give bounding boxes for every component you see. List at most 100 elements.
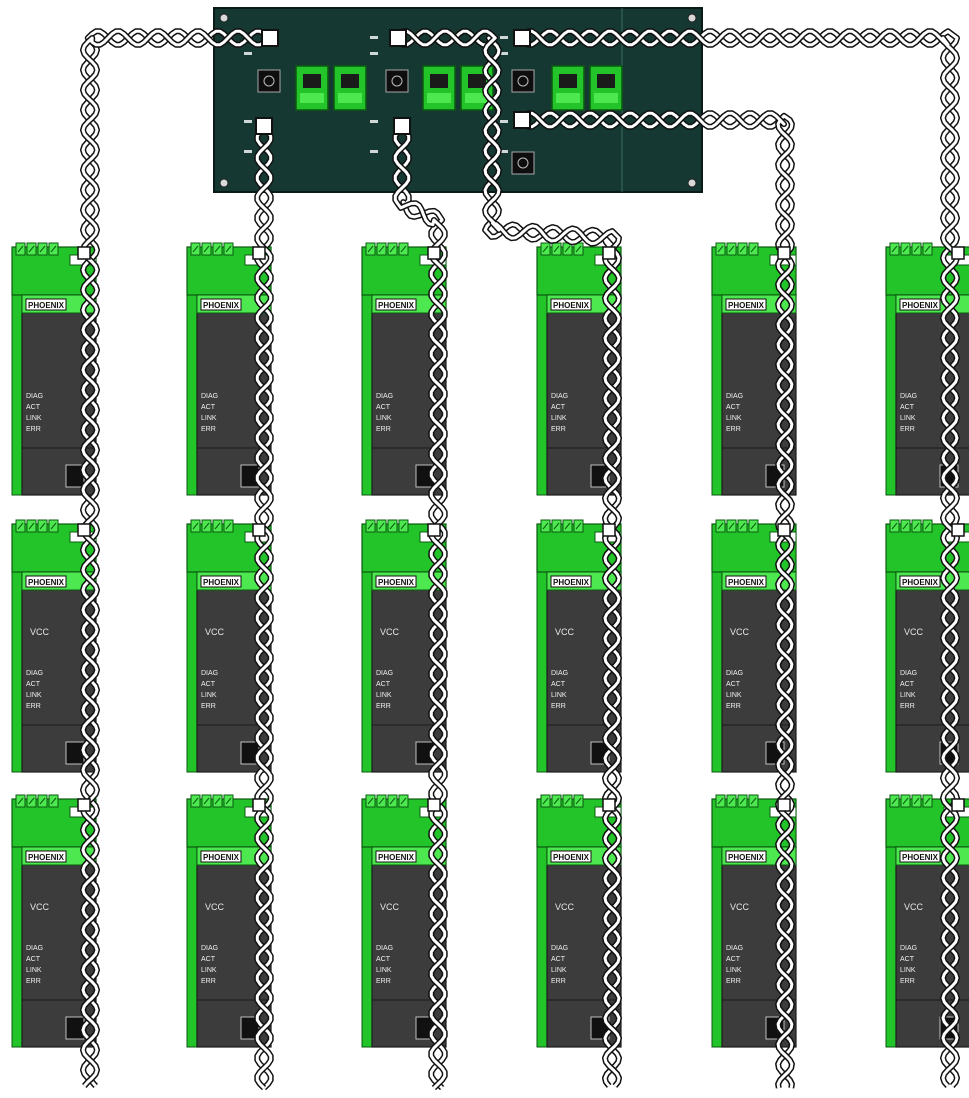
cable-3 [392,28,622,1088]
brand-logo [25,850,67,863]
status-label: LINK [900,692,916,699]
hub-terminal [511,69,535,93]
screw-slot [924,245,931,253]
status-label: LINK [726,967,742,974]
screw-slot [717,797,724,805]
screw-slot [542,245,549,253]
module-rail [885,571,897,773]
terminal-screw [391,75,403,87]
screw-slot [50,522,57,530]
status-label: ERR [26,703,41,710]
status-label: ERR [26,978,41,985]
rj45-opening [430,74,448,88]
screw-slot [891,522,898,530]
brand-logo [550,850,592,863]
brand-logo [200,850,242,863]
status-label: ACT [551,956,566,963]
status-label: DIAG [726,393,743,400]
cable-strand [518,111,794,1089]
module-supply-label: VCC [30,902,50,912]
module-rail [11,571,23,773]
module-rail [711,846,723,1048]
module-supply-label: VCC [555,627,575,637]
screw-slot [378,522,385,530]
screw-slot [891,797,898,805]
cable-1 [80,28,271,1088]
status-label: DIAG [900,945,917,952]
module-cable-plug [252,246,266,260]
status-label: LINK [551,967,567,974]
status-label: LINK [900,967,916,974]
screw-slot [17,522,24,530]
hub-marker [500,150,508,153]
screw-slot [17,245,24,253]
status-label: ERR [726,426,741,433]
cable-strand [81,29,270,1087]
brand-text: PHOENIX [728,578,765,587]
status-label: LINK [726,692,742,699]
module-cable-plug [427,246,441,260]
screw-slot [739,245,746,253]
status-label: LINK [551,415,567,422]
screw-slot [389,522,396,530]
module-cable-plug [777,246,791,260]
screw-slot [203,797,210,805]
brand-logo [25,575,67,588]
screw-slot [717,245,724,253]
screw-slot [902,797,909,805]
status-label: ERR [551,978,566,985]
module-rail [361,846,373,1048]
hub-marker [370,120,378,123]
brand-text: PHOENIX [728,301,765,310]
status-label: LINK [26,967,42,974]
screw-slot [553,797,560,805]
status-label: ACT [26,404,41,411]
module-rail [711,571,723,773]
rj45-opening [597,74,615,88]
brand-text: PHOENIX [203,853,240,862]
status-label: ACT [201,404,216,411]
brand-text: PHOENIX [203,301,240,310]
brand-text: PHOENIX [553,853,590,862]
mount-screw [219,13,229,23]
status-label: ERR [201,978,216,985]
mount-screw [687,13,697,23]
status-label: ACT [26,681,41,688]
status-label: ERR [376,978,391,985]
status-label: ACT [900,956,915,963]
status-label: ACT [376,956,391,963]
brand-text: PHOENIX [378,578,415,587]
module-rail [711,294,723,496]
cable-2 [254,125,274,1091]
screw-slot [717,522,724,530]
brand-text: PHOENIX [378,853,415,862]
status-label: DIAG [900,670,917,677]
module-rail [11,294,23,496]
cable-strand [518,29,959,1087]
module-rail [186,571,198,773]
module-supply-label: VCC [380,902,400,912]
brand-text: PHOENIX [28,578,65,587]
status-label: ACT [726,681,741,688]
screw-slot [192,797,199,805]
status-label: ACT [376,681,391,688]
screw-slot [553,522,560,530]
screw-slot [367,522,374,530]
screw-slot [750,245,757,253]
status-label: LINK [376,415,392,422]
rj45-opening [468,74,486,88]
hub-marker [370,52,378,55]
status-label: LINK [726,415,742,422]
status-label: ERR [376,426,391,433]
screw-slot [400,797,407,805]
screw-slot [214,245,221,253]
status-label: DIAG [551,945,568,952]
screw-slot [553,245,560,253]
module-cable-plug [951,246,965,260]
module-supply-label: VCC [730,627,750,637]
screw-slot [50,797,57,805]
status-label: ACT [376,404,391,411]
screw-slot [913,797,920,805]
status-label: DIAG [201,393,218,400]
rj45-latch [300,93,324,103]
